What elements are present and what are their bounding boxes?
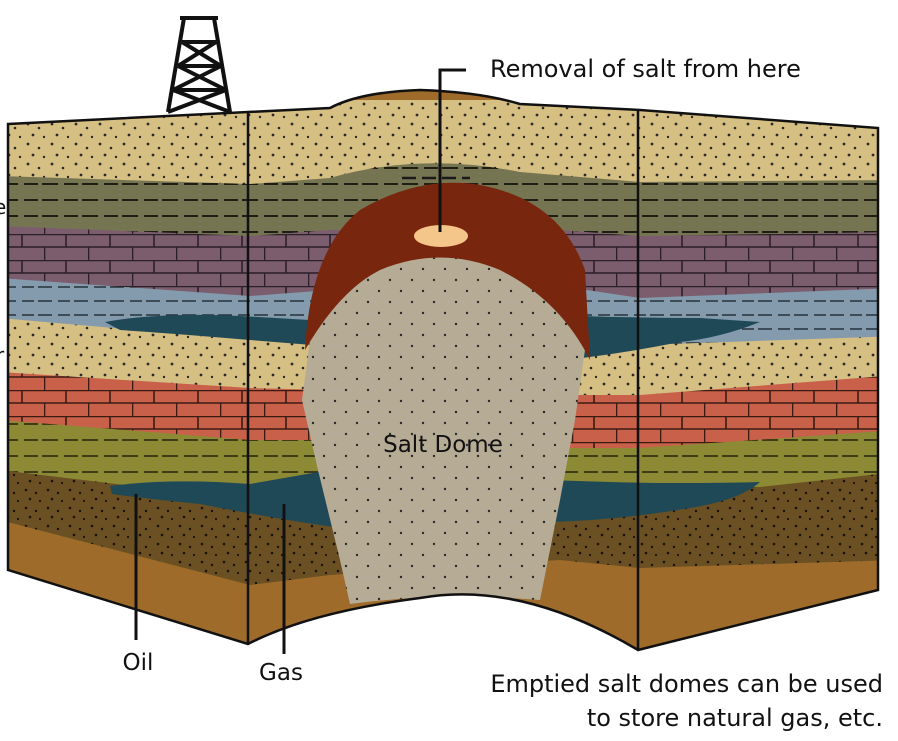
- rock-strata: [8, 90, 878, 650]
- cap-rock: [305, 182, 590, 360]
- note-line-2: to store natural gas, etc.: [587, 704, 883, 732]
- left-edge-text-1: e: [0, 195, 6, 219]
- salt-dome-label: Salt Dome: [383, 432, 503, 458]
- oil-derrick: [166, 16, 232, 114]
- salt-removal-spot: [414, 225, 468, 247]
- removal-callout-line: [438, 68, 466, 232]
- oil-gas-lower-reservoir: [110, 470, 760, 528]
- top-sandstone-layer: [8, 100, 878, 184]
- oil-label: Oil: [123, 650, 154, 676]
- callout-lines: [134, 68, 466, 654]
- block-outline: [6, 88, 880, 652]
- left-edge-text-2: r: [0, 343, 5, 367]
- oil-gas-upper-reservoir: [105, 314, 760, 358]
- removal-label: Removal of salt from here: [490, 55, 801, 83]
- gas-label: Gas: [259, 660, 303, 686]
- salt-dome-body: [302, 255, 585, 604]
- note-line-1: Emptied salt domes can be used: [490, 670, 883, 698]
